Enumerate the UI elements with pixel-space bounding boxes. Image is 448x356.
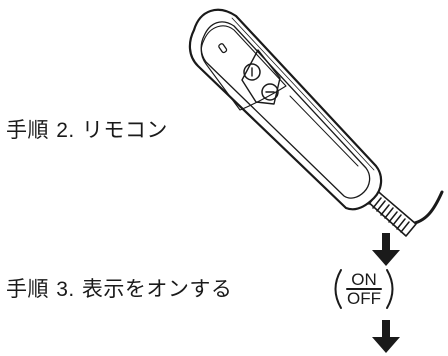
on-off-button-outline <box>334 269 394 309</box>
step-3-label: 手順 3. 表示をオンする <box>6 277 233 301</box>
step-3-number: 3. <box>56 278 75 301</box>
off-label: OFF <box>347 289 381 308</box>
on-label: ON <box>351 270 377 289</box>
on-off-button-icon: ON OFF <box>327 266 401 312</box>
step-2-text: リモコン <box>81 118 168 142</box>
remote-control-icon <box>188 8 444 237</box>
step-2-label: 手順 2. リモコン <box>6 118 168 142</box>
step-3-prefix: 手順 <box>6 277 49 301</box>
step-2-prefix: 手順 <box>6 118 49 142</box>
step-2-number: 2. <box>56 119 75 142</box>
down-arrow-icon <box>372 320 400 353</box>
down-arrow-icon <box>372 233 400 266</box>
step-3-text: 表示をオンする <box>81 277 233 301</box>
